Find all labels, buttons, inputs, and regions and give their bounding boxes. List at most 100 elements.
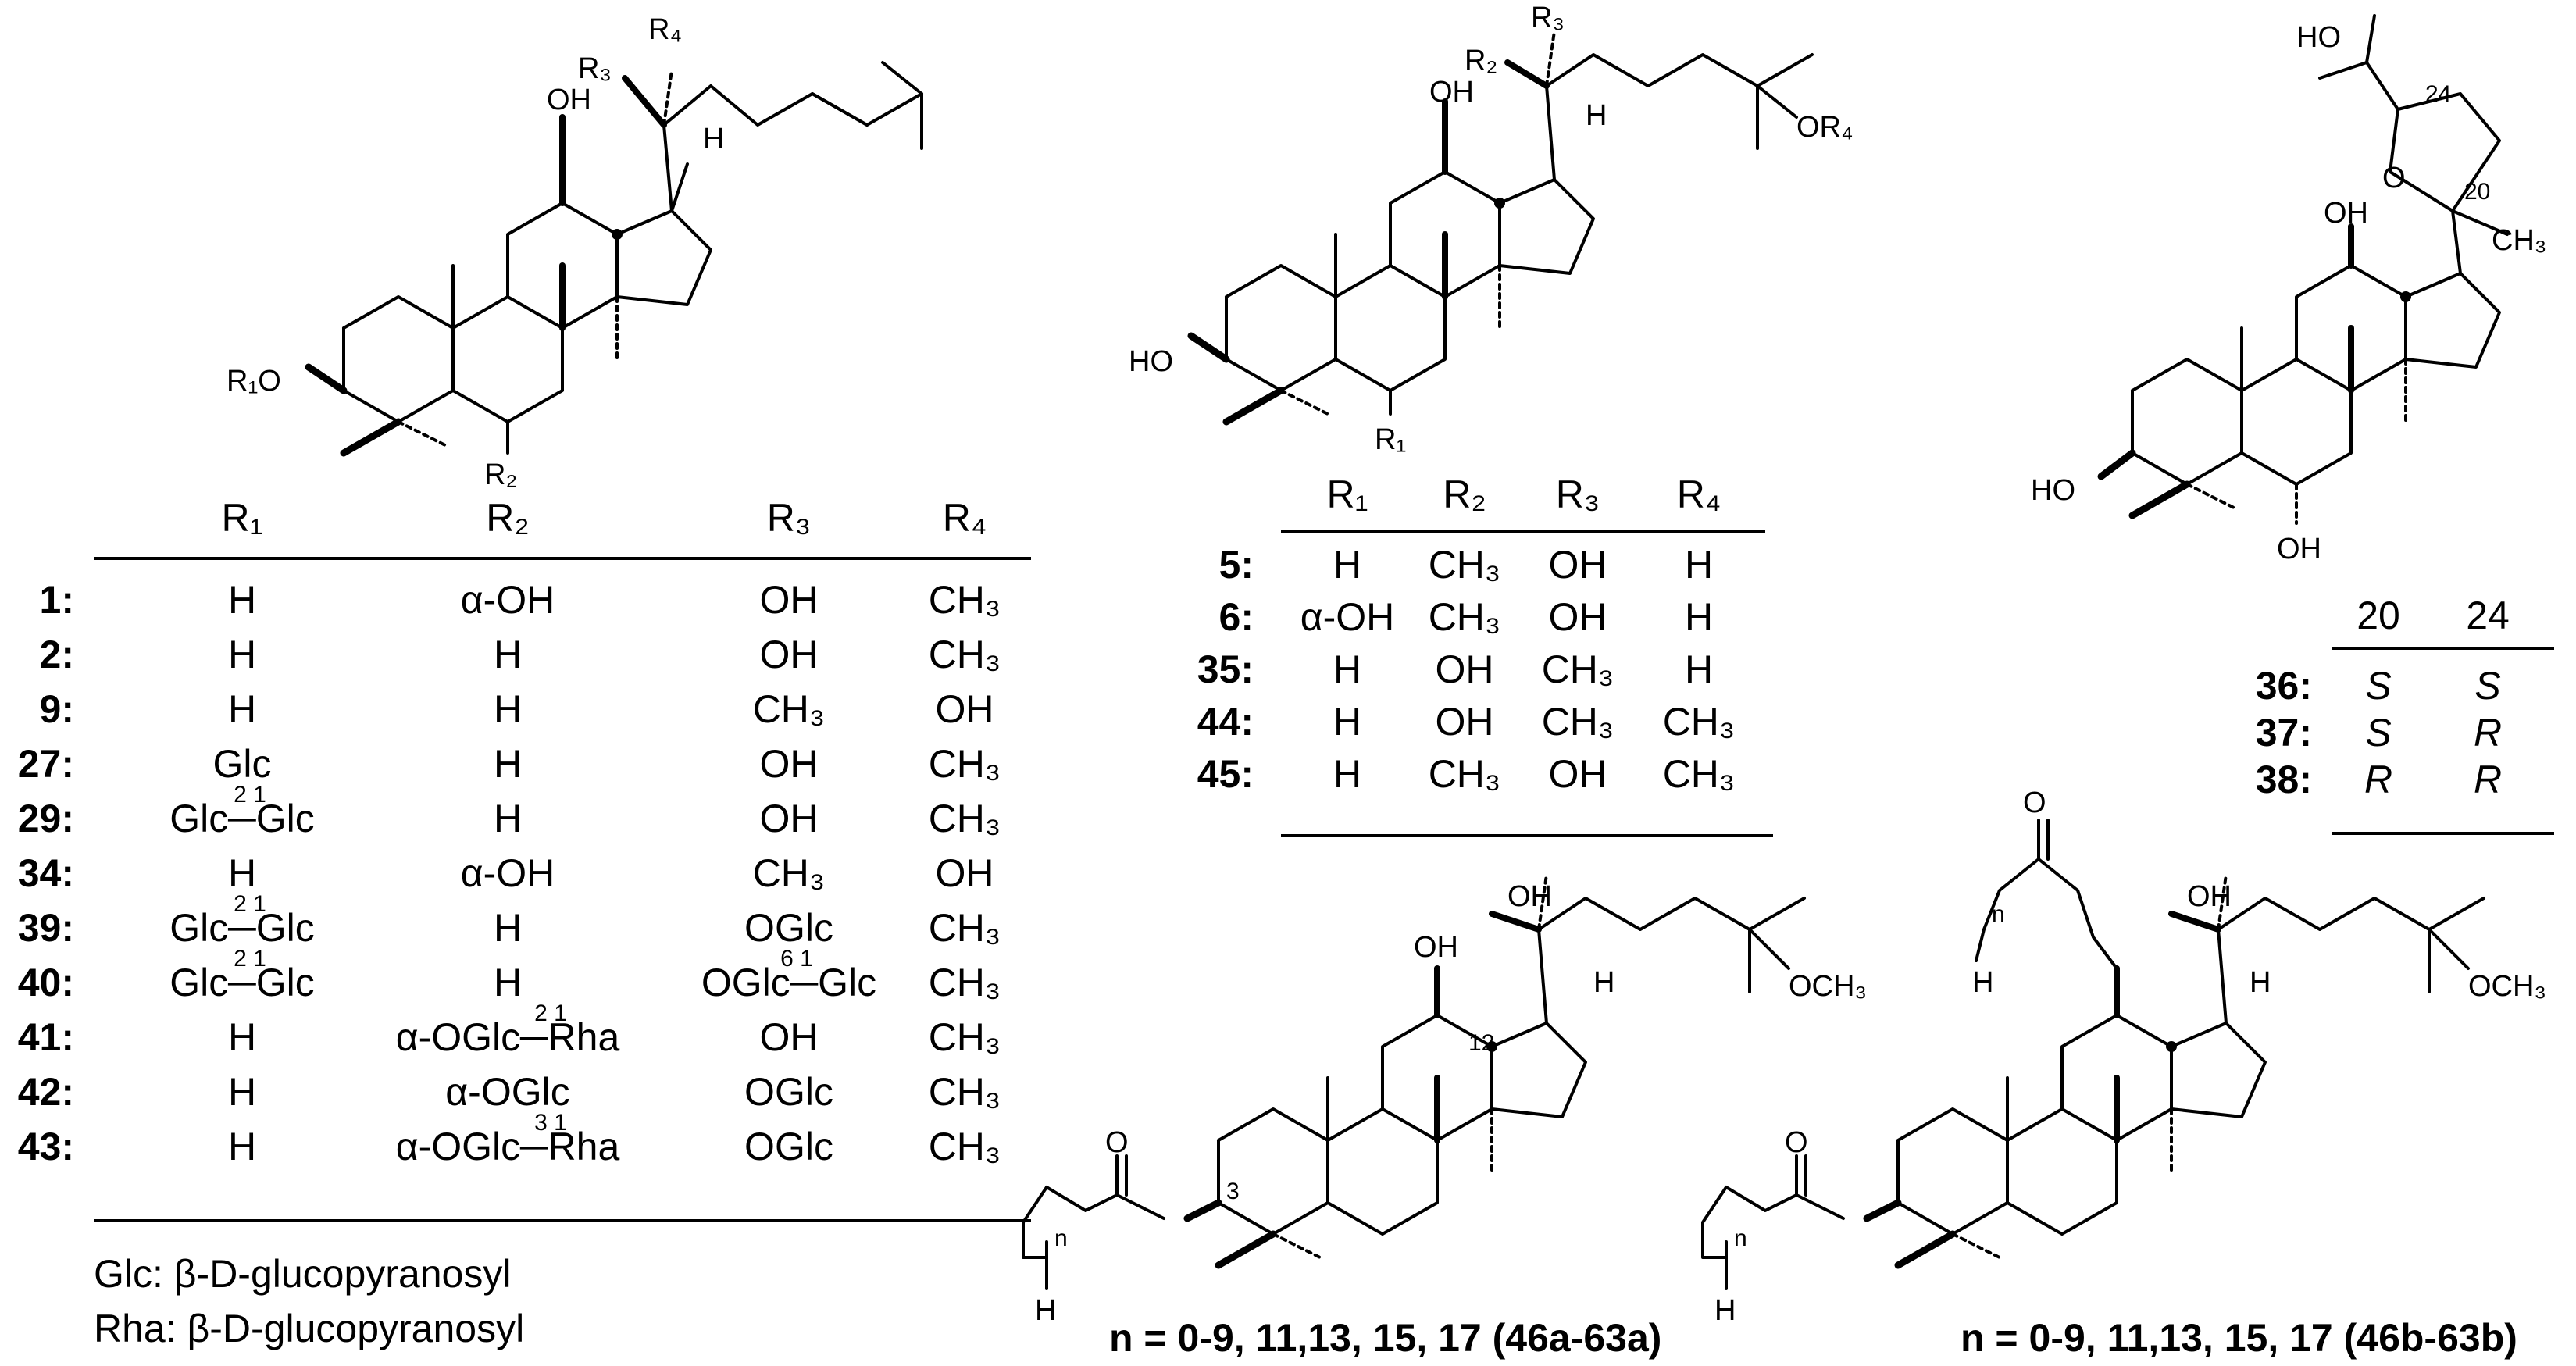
- table-1-header-cell: R₄: [943, 496, 987, 540]
- table-1-link-label: 6 1: [780, 946, 813, 972]
- s4-c12-label: 12: [1468, 1030, 1494, 1056]
- table-1-cell: CH₃: [929, 578, 1001, 622]
- table-1-row-id: 27:: [18, 742, 74, 786]
- table-3-row-id: 37:: [2256, 711, 2312, 754]
- s4-oh20-label: OH: [1507, 880, 1552, 913]
- table-1-cell: Glc─Glc: [169, 906, 314, 950]
- table-1-header-cell: R₂: [486, 496, 530, 540]
- table-1-header-cell: R₁: [222, 496, 263, 540]
- s5-caption: n = 0-9, 11,13, 15, 17 (46b-63b): [1961, 1316, 2517, 1360]
- table-3-cell: S: [2474, 664, 2500, 708]
- table-1-cell: α-OH: [461, 578, 555, 622]
- s4-h-chain-label: H: [1035, 1294, 1056, 1327]
- table-2-cell: OH: [1549, 595, 1607, 639]
- table-3-cell: S: [2365, 711, 2391, 754]
- s3-c24-label: 24: [2425, 81, 2451, 107]
- s2-ho-label: HO: [1129, 345, 1173, 378]
- table-2-row-id: 6:: [1219, 595, 1254, 639]
- s3-o-label: O: [2382, 162, 2406, 194]
- table-3-cell: R: [2474, 758, 2502, 801]
- table-1-cell: H: [228, 578, 256, 622]
- table-1-header-cell: R₃: [767, 496, 811, 540]
- table-3-cell: R: [2364, 758, 2392, 801]
- s1-r4-label: R₄: [648, 13, 682, 46]
- table-1-row-id: 42:: [18, 1070, 74, 1114]
- table-1-cell: Glc: [213, 742, 272, 786]
- table-1-row-id: 1:: [40, 578, 74, 622]
- table-2-cell: CH₃: [1663, 700, 1736, 744]
- table-1-cell: H: [228, 851, 256, 895]
- table-1-cell: CH₃: [929, 961, 1001, 1004]
- table-1-cell: OH: [760, 797, 819, 840]
- table-2-header-cell: R₁: [1327, 473, 1368, 516]
- structure-3: HO 24 O 20 CH₃ OH HO OH: [2031, 14, 2546, 565]
- table-1-row-id: 39:: [18, 906, 74, 950]
- structure-5: OH OCH₃ O n H H O n H n = 0-9, 11,13, 15…: [1701, 786, 2546, 1360]
- table-1-row-id: 34:: [18, 851, 74, 895]
- table-2-row-id: 5:: [1219, 543, 1254, 587]
- table-1-cell: CH₃: [753, 851, 826, 895]
- table-2-row-id: 35:: [1197, 647, 1254, 691]
- s5-n-top-label: n: [1992, 901, 2005, 927]
- table-1-cell: OH: [760, 578, 819, 622]
- s5-och3-label: OCH₃: [2468, 970, 2546, 1003]
- table-1-cell: α-OGlc─Rha: [396, 1015, 620, 1059]
- footnote-glc: Glc: β-D-glucopyranosyl: [94, 1252, 511, 1296]
- table-3-cell: S: [2365, 664, 2391, 708]
- s4-caption: n = 0-9, 11,13, 15, 17 (46a-63a): [1109, 1316, 1661, 1360]
- s5-h-chain-label: H: [1714, 1294, 1736, 1327]
- table-1-cell: CH₃: [929, 1125, 1001, 1168]
- table-2-cell: OH: [1436, 647, 1494, 691]
- table-2-cell: α-OH: [1300, 595, 1395, 639]
- table-2-cell: CH₃: [1542, 647, 1614, 691]
- table-3-header-cell: 20: [2357, 594, 2400, 637]
- table-1-link-label: 3 1: [534, 1110, 567, 1136]
- structure-2: HO R₁ R₂ R₃ OR₄ OH H: [1129, 2, 1854, 456]
- s2-oh-label: OH: [1429, 76, 1474, 109]
- table-1-header: R₁ R₂ R₃ R₄: [222, 496, 987, 540]
- table-2-cell: OH: [1436, 700, 1494, 744]
- s4-o-carbonyl-label: O: [1105, 1126, 1129, 1159]
- table-1-cell: CH₃: [929, 797, 1001, 840]
- table-1-link-label: 2 1: [234, 891, 266, 917]
- table-1-cell: α-OGlc─Rha: [396, 1125, 620, 1168]
- structure-2-skeleton: [1187, 30, 1814, 426]
- s5-n-label: n: [1734, 1225, 1747, 1251]
- table-1-link-label: 2 1: [234, 946, 266, 972]
- table-1-cell: OH: [936, 687, 994, 731]
- s5-oh20-label: OH: [2187, 880, 2232, 913]
- s2-r1-label: R₁: [1375, 423, 1406, 456]
- table-1-cell: α-OH: [461, 851, 555, 895]
- s4-n-label: n: [1054, 1225, 1068, 1251]
- s5-h-label: H: [2250, 966, 2271, 999]
- table-3-row-id: 38:: [2256, 758, 2312, 801]
- table-2-row-id: 45:: [1197, 752, 1254, 796]
- s1-oh-label: OH: [547, 84, 591, 116]
- footnote-rha: Rha: β-D-glucopyranosyl: [94, 1307, 524, 1350]
- structure-4-skeleton: [1022, 873, 1806, 1290]
- table-1-row-id: 41:: [18, 1015, 74, 1059]
- table-1-link-label: 2 1: [234, 782, 266, 808]
- table-1-cell: H: [494, 906, 522, 950]
- table-1-cell: H: [228, 1125, 256, 1168]
- table-1-cell: OGlc: [744, 1070, 833, 1114]
- table-1-cell: Glc─Glc: [169, 797, 314, 840]
- s2-r3-label: R₃: [1531, 2, 1565, 34]
- table-2-cell: H: [1685, 595, 1713, 639]
- table-2-cell: CH₃: [1663, 752, 1736, 796]
- table-2-row-id: 44:: [1197, 700, 1254, 744]
- table-1-row-id: 40:: [18, 961, 74, 1004]
- s3-oh6-label: OH: [2277, 533, 2321, 565]
- s3-ho3-label: HO: [2031, 474, 2075, 507]
- s4-och3-label: OCH₃: [1789, 970, 1867, 1003]
- table-1-cell: CH₃: [753, 687, 826, 731]
- table-2-cell: CH₃: [1429, 543, 1501, 587]
- table-1-cell: H: [494, 742, 522, 786]
- table-3-cell: R: [2474, 711, 2502, 754]
- s1-r2-label: R₂: [484, 458, 517, 491]
- table-2-cell: H: [1333, 752, 1361, 796]
